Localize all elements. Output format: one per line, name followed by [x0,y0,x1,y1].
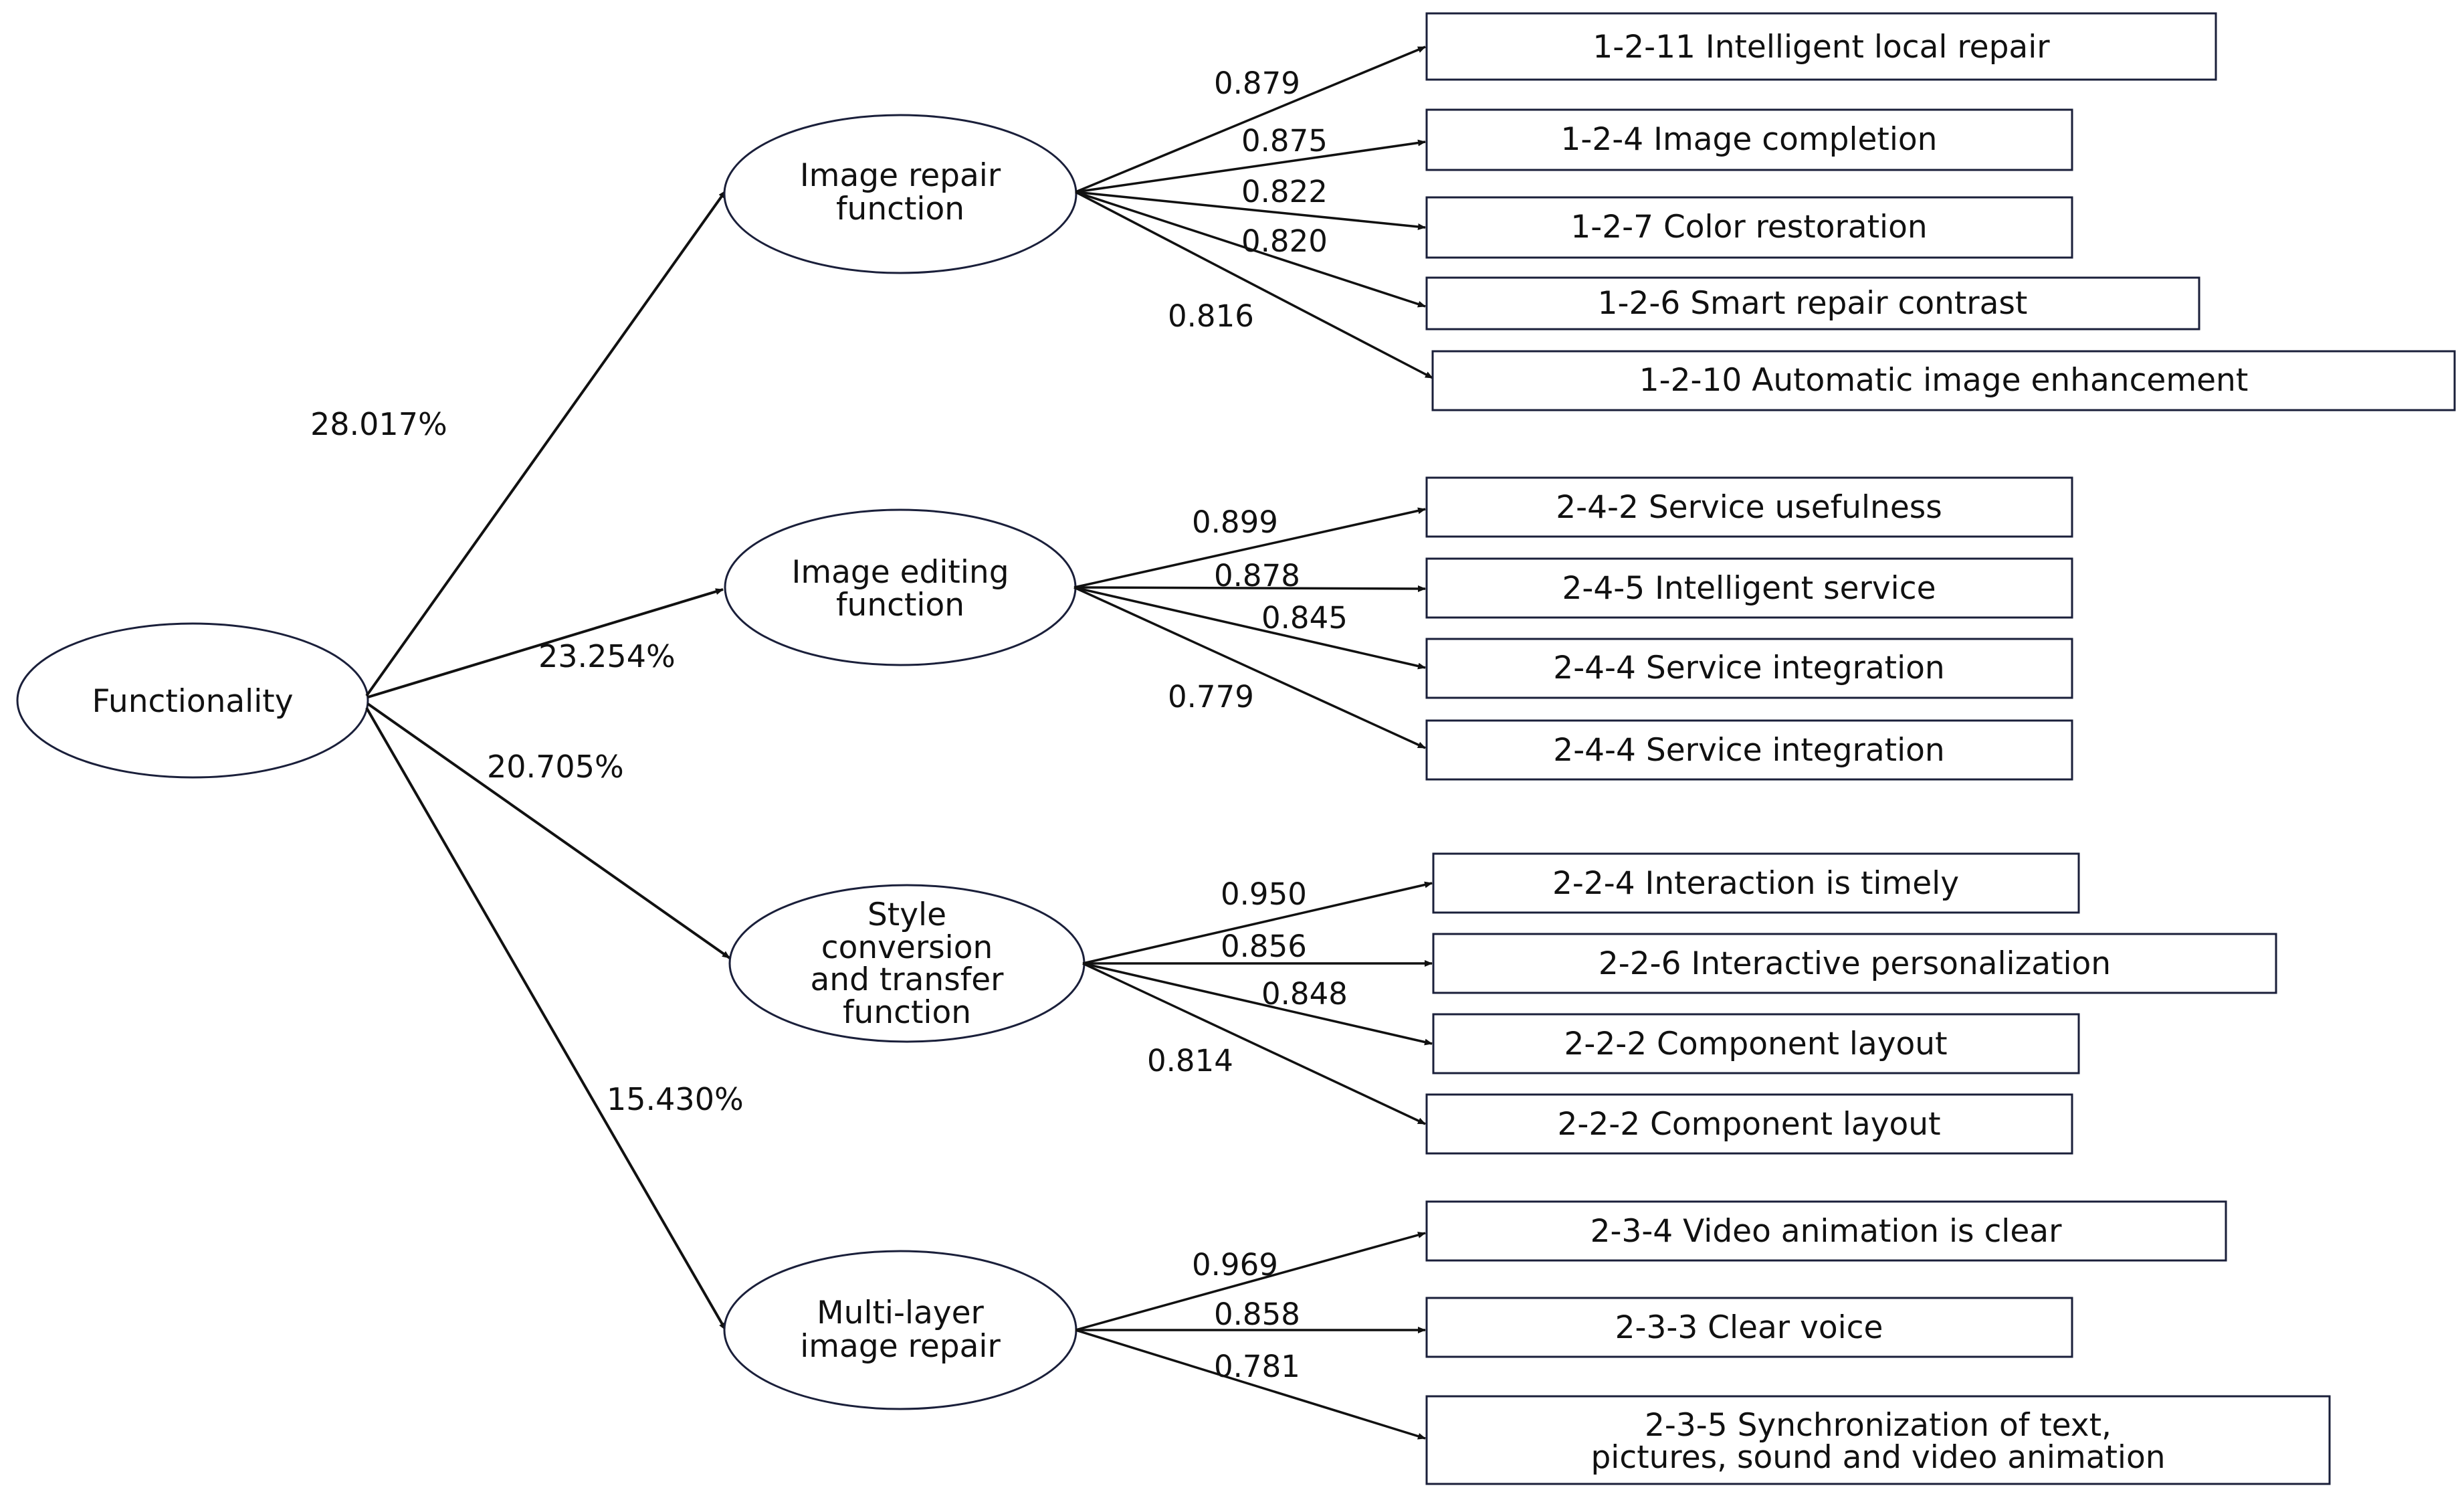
item-f1-4-label: 1-2-6 Smart repair contrast [1598,285,2028,322]
item-f3-1-label: 2-2-4 Interaction is timely [1552,865,1959,902]
loading-f1-item-5: 0.816 [1168,298,1254,334]
item-box-f3-3: 2-2-2 Component layout [1432,1013,2080,1074]
factor-3-percent: 20.705% [487,749,624,785]
loading-f2-item-4: 0.779 [1168,679,1254,715]
factor-3-label-line-2: conversion [821,929,993,966]
item-box-f1-3: 1-2-7 Color restoration [1425,196,2073,259]
root-arrows [365,189,731,1331]
loading-f3-item-1: 0.950 [1221,876,1307,912]
root-arrow-factor-3 [367,702,731,959]
loading-f1-item-4: 0.820 [1241,223,1328,259]
item-box-f1-2: 1-2-4 Image completion [1425,108,2073,171]
loading-f4-item-2: 0.858 [1214,1297,1300,1332]
item-f4-3-label-line-2: pictures, sound and video animation [1590,1439,2165,1476]
loading-f4-item-3: 0.781 [1214,1349,1300,1384]
loading-f2-item-3: 0.845 [1261,600,1348,636]
root-label: Functionality [92,683,293,720]
factor-4-label-line-1: Multi-layer [817,1295,984,1331]
item-box-f3-4: 2-2-2 Component layout [1425,1093,2073,1155]
factor-1-percent: 28.017% [310,406,447,442]
loading-f2-item-2: 0.878 [1214,558,1300,593]
item-f2-2-label: 2-4-5 Intelligent service [1562,570,1936,607]
item-box-f3-1: 2-2-4 Interaction is timely [1432,852,2080,914]
loading-f1-item-1: 0.879 [1214,66,1300,101]
item-box-f1-1: 1-2-11 Intelligent local repair [1425,12,2217,81]
loading-f1-item-3: 0.822 [1241,174,1328,209]
root-arrow-factor-2 [367,588,724,698]
factor-node-style-conversion: Style conversion and transfer function [728,884,1086,1043]
item-box-f2-4: 2-4-4 Service integration [1425,719,2073,781]
item-box-f2-1: 2-4-2 Service usefulness [1425,476,2073,538]
item-box-f1-4: 1-2-6 Smart repair contrast [1425,276,2200,331]
factor-4-label-line-2: image repair [800,1328,1001,1365]
factor-2-label-line-1: Image editing [791,554,1009,591]
factor-3-label-line-3: and transfer [811,961,1005,998]
loading-f1-item-2: 0.875 [1241,123,1328,159]
factor-3-label-line-4: function [843,994,971,1031]
loading-f3-item-3: 0.848 [1261,976,1348,1012]
item-f3-4-label: 2-2-2 Component layout [1557,1106,1940,1143]
variance-labels: 28.017% 23.254% 20.705% 15.430% [310,406,744,1117]
item-f4-3-label-line-1: 2-3-5 Synchronization of text, [1645,1407,2112,1444]
item-box-f2-2: 2-4-5 Intelligent service [1425,557,2073,619]
arrow-f1-item-3 [1075,191,1426,230]
arrow-f2-item-4 [1073,586,1426,749]
arrow-f1-item-2 [1075,139,1426,193]
item-f3-3-label: 2-2-2 Component layout [1564,1026,1947,1062]
factor-1-label-line-2: function [836,191,964,227]
loading-f2-item-1: 0.899 [1192,504,1278,540]
arrow-f2-item-2 [1073,585,1426,592]
item-f3-2-label: 2-2-6 Interactive personalization [1599,945,2111,982]
factor-2-percent: 23.254% [538,638,676,674]
loading-f4-item-1: 0.969 [1192,1247,1278,1283]
root-arrow-factor-4 [365,707,727,1331]
root-node: Functionality [16,622,369,779]
arrow-f4-item-1 [1075,1232,1426,1331]
arrow-f1-item-5 [1075,191,1433,379]
item-f2-1-label: 2-4-2 Service usefulness [1556,489,1942,526]
item-box-f2-3: 2-4-4 Service integration [1425,638,2073,699]
loading-f3-item-4: 0.814 [1147,1043,1233,1078]
arrow-f3-item-3 [1082,962,1433,1046]
arrow-f1-item-4 [1075,191,1426,308]
item-f2-3-label: 2-4-4 Service integration [1553,650,1944,686]
item-box-f1-5: 1-2-10 Automatic image enhancement [1431,350,2456,411]
factor-1-label-line-1: Image repair [800,157,1001,194]
loading-f3-item-2: 0.856 [1221,929,1307,964]
item-f1-5-label: 1-2-10 Automatic image enhancement [1639,362,2249,399]
item-box-f4-1: 2-3-4 Video animation is clear [1425,1200,2227,1262]
factor-4-percent: 15.430% [607,1081,744,1117]
factor-node-image-repair: Image repair function [723,114,1077,274]
item-f1-1-label: 1-2-11 Intelligent local repair [1593,29,2050,66]
item-f2-4-label: 2-4-4 Service integration [1553,732,1944,769]
item-f4-1-label: 2-3-4 Video animation is clear [1590,1213,2062,1250]
arrow-f2-item-3 [1073,586,1426,670]
factor-2-label-line-2: function [836,587,964,624]
arrow-f3-item-4 [1082,962,1426,1125]
item-box-f4-3: 2-3-5 Synchronization of text, pictures,… [1425,1395,2331,1485]
item-box-f4-2: 2-3-3 Clear voice [1425,1297,2073,1358]
arrow-f3-item-1 [1082,881,1433,965]
item-box-f3-2: 2-2-6 Interactive personalization [1432,933,2277,994]
factor-node-multi-layer: Multi-layer image repair [723,1250,1077,1410]
item-f1-2-label: 1-2-4 Image completion [1561,121,1938,158]
item-f4-2-label: 2-3-3 Clear voice [1615,1309,1883,1346]
arrow-f2-item-1 [1073,507,1426,589]
item-f1-3-label: 1-2-7 Color restoration [1570,209,1927,246]
factor-node-image-editing: Image editing function [724,508,1077,666]
item-arrows [1073,45,1433,1440]
factor-3-label-line-1: Style [867,897,946,933]
loading-labels: 0.879 0.875 0.822 0.820 0.816 0.899 0.87… [1147,66,1348,1384]
arrow-f1-item-1 [1075,45,1426,193]
arrow-f4-item-3 [1075,1329,1426,1440]
root-arrow-factor-1 [365,189,727,697]
